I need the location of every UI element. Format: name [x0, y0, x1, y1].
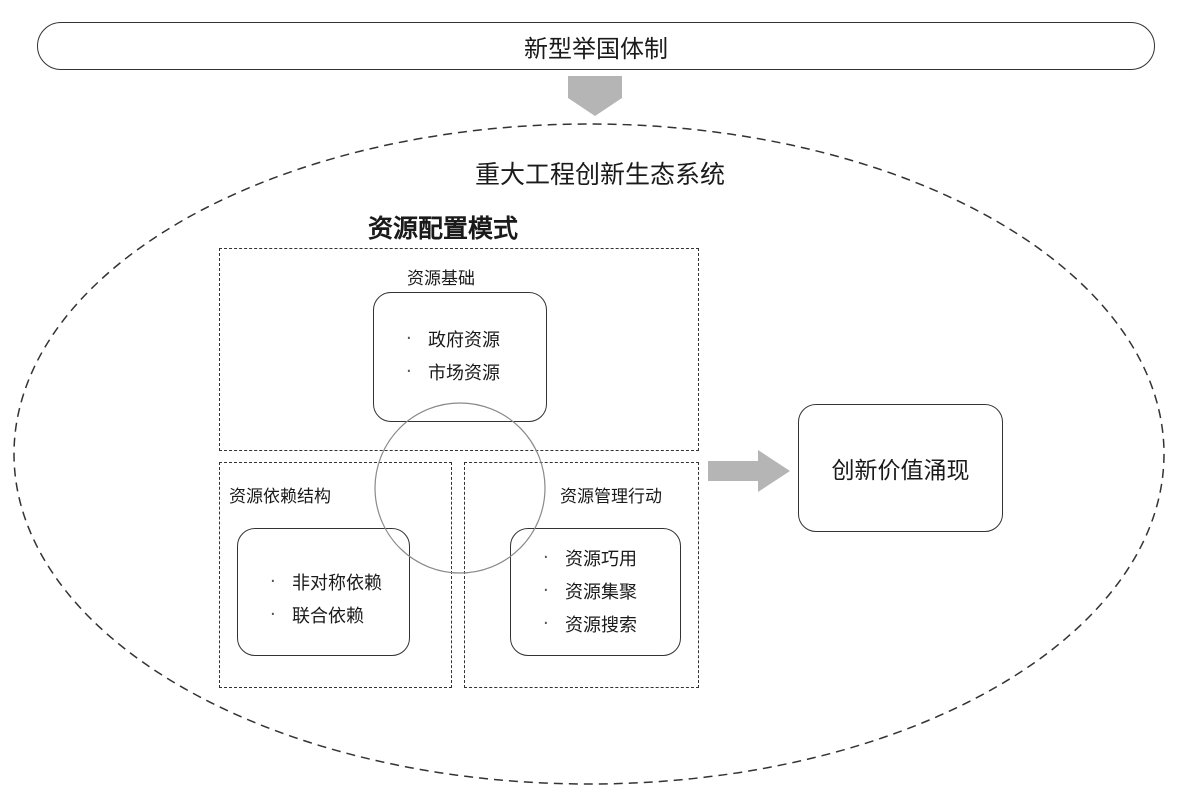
list-item: 非对称依赖 [262, 565, 382, 600]
resource-base-box: 政府资源 市场资源 [373, 292, 547, 422]
list-item: 市场资源 [398, 355, 500, 390]
resource-management-panel [464, 462, 699, 688]
resource-dependency-list: 非对称依赖 联合依赖 [262, 565, 382, 633]
right-arrow-icon [708, 450, 790, 492]
model-title: 资源配置模式 [368, 214, 519, 243]
resource-management-box: 资源巧用 资源集聚 资源搜索 [510, 528, 681, 656]
outcome-label: 创新价值涌现 [831, 458, 970, 484]
resource-management-list: 资源巧用 资源集聚 资源搜索 [535, 541, 637, 642]
resource-base-list: 政府资源 市场资源 [398, 322, 500, 390]
list-item: 政府资源 [398, 322, 500, 357]
ecosystem-title: 重大工程创新生态系统 [474, 160, 725, 189]
top-banner: 新型举国体制 [37, 22, 1155, 70]
resource-base-label: 资源基础 [407, 269, 475, 289]
resource-dependency-box: 非对称依赖 联合依赖 [237, 528, 410, 656]
resource-dependency-panel [219, 462, 452, 688]
outcome-box: 创新价值涌现 [798, 404, 1003, 532]
top-banner-label: 新型举国体制 [524, 34, 668, 63]
down-arrow-icon [568, 76, 622, 116]
ecosystem-boundary [13, 123, 1165, 785]
list-item: 资源搜索 [535, 607, 637, 642]
resource-management-label: 资源管理行动 [560, 487, 662, 507]
resource-dependency-label: 资源依赖结构 [229, 487, 331, 507]
list-item: 资源集聚 [535, 574, 637, 609]
list-item: 联合依赖 [262, 598, 382, 633]
list-item: 资源巧用 [535, 541, 637, 576]
